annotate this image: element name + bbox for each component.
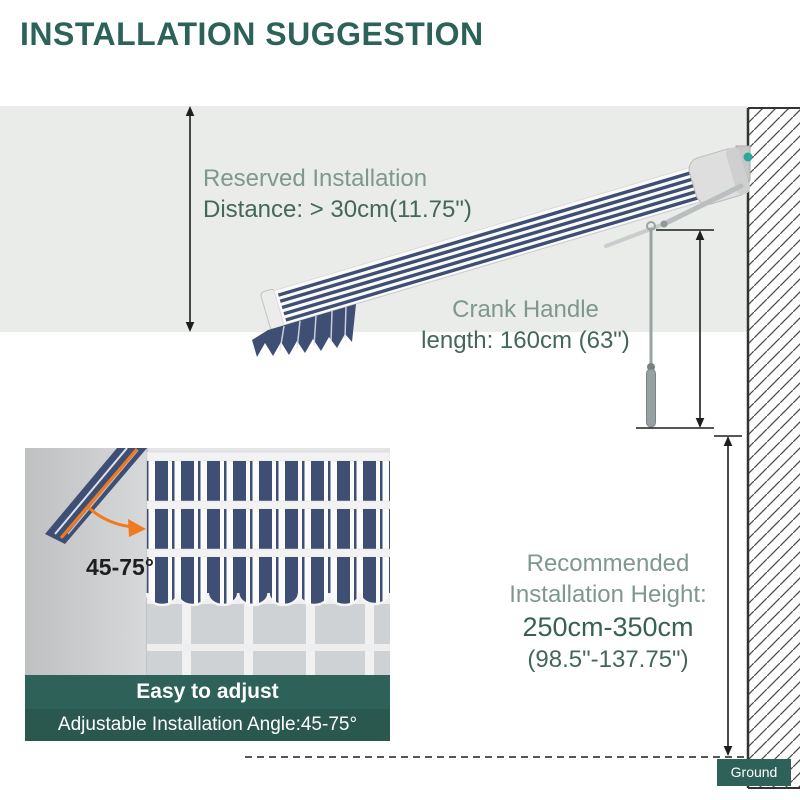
- awning-fringe: [252, 304, 356, 357]
- installation-height-line2: Installation Height:: [509, 581, 707, 608]
- mount-point-dot: [743, 152, 753, 162]
- crank-handle-label: Crank Handle length: 160cm (63"): [398, 294, 653, 356]
- angle-adjust-inset: 45-75° Easy to adjust Adjustable Install…: [25, 448, 390, 741]
- page-title: INSTALLATION SUGGESTION: [20, 16, 484, 52]
- easy-adjust-banner: Easy to adjust: [25, 675, 390, 709]
- adjustable-angle-banner: Adjustable Installation Angle:45-75°: [25, 709, 390, 741]
- crank-handle-icon: [646, 221, 656, 428]
- crank-handle-line2: length: 160cm (63"): [421, 327, 630, 354]
- inset-windows: [147, 596, 390, 675]
- installation-height-line3: 250cm-350cm: [522, 612, 694, 642]
- ground-label: Ground: [717, 759, 791, 786]
- installation-height-label: Recommended Installation Height: 250cm-3…: [483, 548, 733, 675]
- reserved-distance-line1: Reserved Installation: [203, 165, 428, 192]
- installation-height-arrow-icon: [714, 435, 742, 756]
- angle-annotation-icon: [59, 448, 146, 540]
- reserved-distance-arrow-icon: [185, 106, 195, 332]
- angle-adjust-photo: [25, 448, 390, 675]
- installation-height-line4: (98.5"-137.75"): [527, 646, 689, 673]
- awning-illustration: [260, 147, 751, 331]
- reserved-distance-line2: Distance: > 30cm(11.75"): [203, 196, 472, 223]
- reserved-distance-label: Reserved Installation Distance: > 30cm(1…: [203, 163, 472, 225]
- crank-length-arrow-icon: [636, 229, 714, 429]
- crank-handle-line1: Crank Handle: [452, 296, 599, 323]
- angle-value-label: 45-75°: [85, 554, 155, 580]
- installation-height-line1: Recommended: [526, 550, 690, 577]
- wall-section-icon: [746, 107, 800, 789]
- inset-awning-front: [145, 451, 390, 607]
